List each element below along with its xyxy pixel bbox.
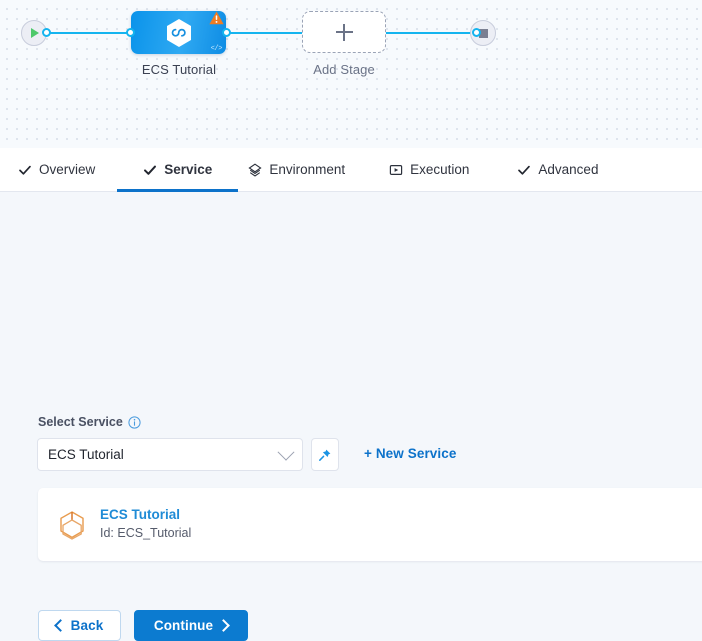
tab-overview-label: Overview <box>39 162 96 177</box>
pin-service-button[interactable] <box>311 438 339 471</box>
back-button[interactable]: Back <box>38 610 121 641</box>
warning-triangle-icon[interactable] <box>209 11 224 25</box>
tab-overview[interactable]: Overview <box>16 148 97 191</box>
check-icon <box>144 165 157 175</box>
port-start-out[interactable] <box>42 28 51 37</box>
tab-advanced[interactable]: Advanced <box>515 148 600 191</box>
chevron-left-icon <box>53 619 67 632</box>
tab-spacer <box>97 148 141 191</box>
port-stage-out[interactable] <box>222 28 231 37</box>
new-service-button[interactable]: + New Service <box>364 446 457 461</box>
plus-icon <box>335 23 353 41</box>
code-brackets-icon: </> <box>210 45 223 53</box>
pipeline-canvas[interactable]: </> ECS Tutorial Add Stage <box>0 0 702 148</box>
pin-icon <box>319 449 331 461</box>
tab-advanced-label: Advanced <box>538 162 599 177</box>
tab-execution[interactable]: Execution <box>387 148 471 191</box>
service-select-value: ECS Tutorial <box>48 447 124 462</box>
select-service-label: Select Service <box>38 415 123 429</box>
pipeline-edge-stage-to-add <box>226 32 306 34</box>
pipeline-edge-add-to-end <box>384 32 478 34</box>
info-icon[interactable] <box>128 415 141 429</box>
tab-execution-label: Execution <box>410 162 470 177</box>
pipeline-edge-start-to-stage <box>45 32 131 34</box>
continue-button-label: Continue <box>153 618 214 633</box>
service-card-ecs-tutorial[interactable]: ECS Tutorial Id: ECS_Tutorial <box>38 488 702 561</box>
cube-icon <box>60 510 84 540</box>
layers-icon <box>248 163 262 177</box>
service-card-text: ECS Tutorial Id: ECS_Tutorial <box>100 506 191 543</box>
add-stage-button[interactable] <box>302 11 386 53</box>
service-card-id: Id: ECS_Tutorial <box>100 526 192 541</box>
service-select-dropdown[interactable]: ECS Tutorial <box>37 438 303 471</box>
tab-environment-label: Environment <box>269 162 346 177</box>
chevron-down-icon <box>277 443 295 461</box>
check-icon <box>19 165 31 175</box>
tab-environment[interactable]: Environment <box>246 148 347 191</box>
pipeline-stage-node-ecs-tutorial[interactable]: </> <box>131 11 226 54</box>
continue-button[interactable]: Continue <box>134 610 248 641</box>
tab-spacer <box>214 148 246 191</box>
check-icon <box>518 165 531 175</box>
service-tab-panel: Select Service ECS Tutorial + New Servic… <box>0 192 702 641</box>
harness-hexagon-icon <box>166 18 191 47</box>
play-box-icon <box>389 164 403 175</box>
tab-service-label: Service <box>164 162 213 177</box>
stage-config-tabs: Overview Service Environment Execution A… <box>0 148 702 192</box>
tab-service[interactable]: Service <box>117 148 239 192</box>
service-card-title[interactable]: ECS Tutorial <box>100 507 181 523</box>
play-icon <box>31 28 39 38</box>
chevron-right-icon <box>217 619 231 632</box>
tab-spacer <box>471 148 515 191</box>
select-service-label-group: Select Service <box>38 415 141 429</box>
port-stage-in[interactable] <box>126 28 135 37</box>
port-end-in[interactable] <box>472 28 481 37</box>
pipeline-stage-label: ECS Tutorial <box>141 62 217 77</box>
back-button-label: Back <box>70 618 104 633</box>
tab-spacer <box>347 148 387 191</box>
add-stage-label: Add Stage <box>313 62 375 77</box>
stop-icon <box>478 28 488 38</box>
